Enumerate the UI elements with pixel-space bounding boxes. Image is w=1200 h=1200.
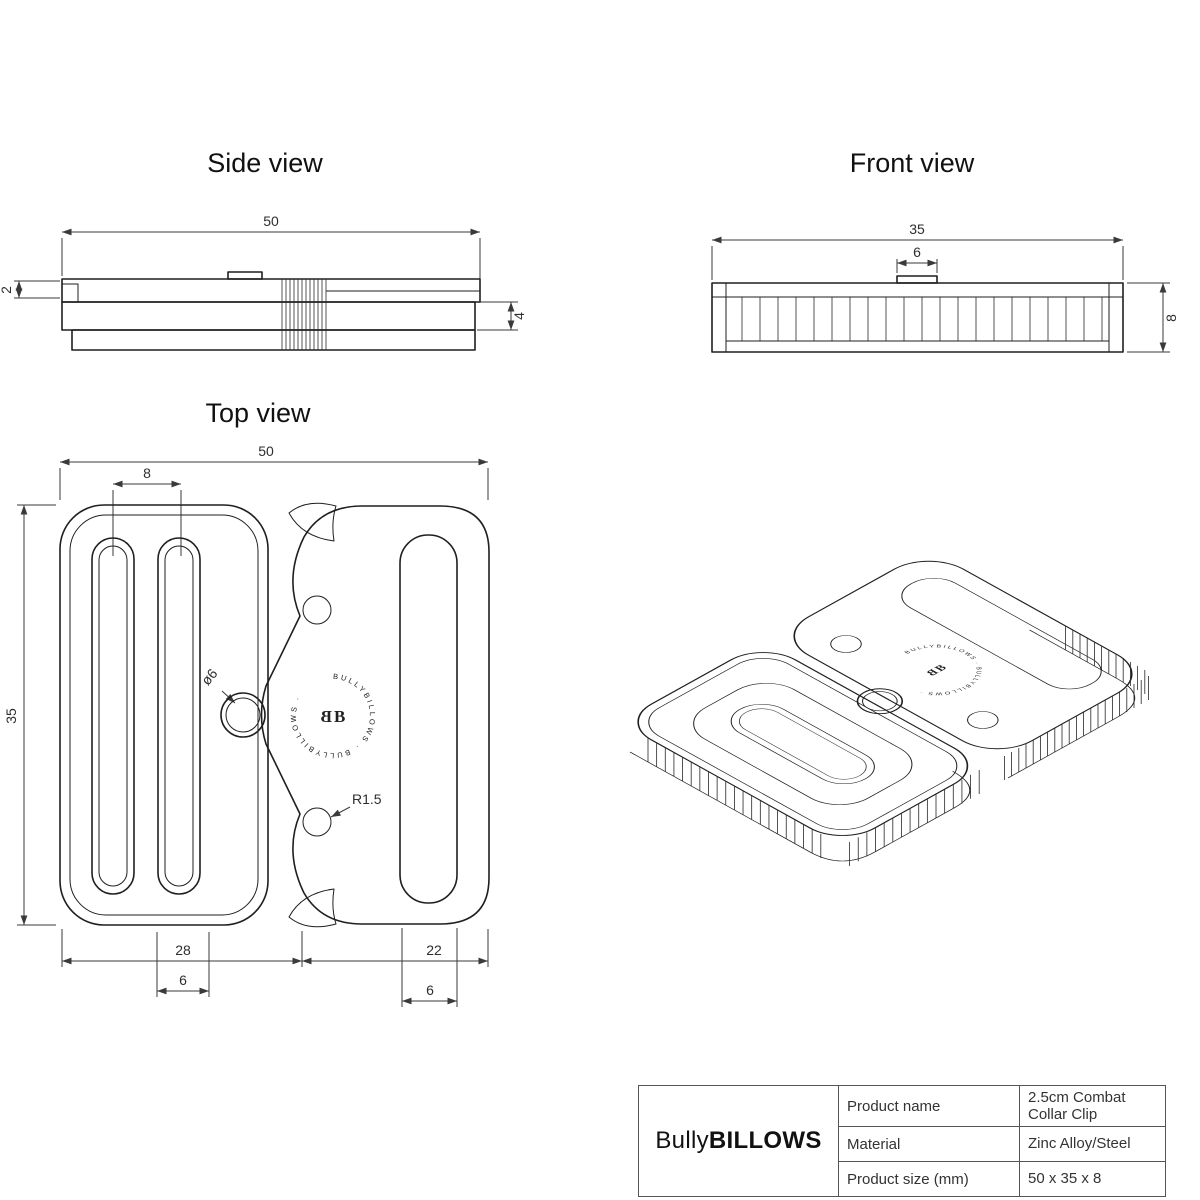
iso-pivot — [856, 688, 904, 715]
dim-side-plate-thickness: 2 — [0, 286, 14, 294]
dim-top-hole-diameter: ø6 — [198, 665, 221, 688]
iso-monogram-b-left: B — [924, 668, 941, 678]
table-row-material: Material Zinc Alloy/Steel — [839, 1127, 1165, 1162]
monogram-b-left: B — [321, 707, 332, 726]
dim-side-length: 50 — [263, 213, 279, 229]
dim-front-width: 35 — [909, 221, 925, 237]
side-view-part — [61, 271, 481, 351]
table-value: Zinc Alloy/Steel — [1028, 1135, 1131, 1153]
table-row-product-name: Product name 2.5cm Combat Collar Clip — [839, 1086, 1165, 1127]
side-view-hinge-hatch — [281, 279, 327, 350]
iso-clip — [793, 560, 1136, 779]
table-label: Material — [839, 1127, 1020, 1161]
iso-monogram-b-right: B — [932, 663, 949, 673]
monogram-b-right: B — [334, 707, 345, 726]
iso-clip-edge-hatch — [1003, 675, 1149, 781]
dim-top-adjuster-length: 28 — [175, 942, 191, 958]
iso-clip-corner-hatch — [1065, 625, 1146, 694]
table-value: 2.5cm Combat Collar Clip — [1028, 1088, 1126, 1123]
isometric-view: BULLYBILLOWS · BULLYBILLOWS · B B — [629, 560, 1149, 867]
front-view: 35 6 8 — [711, 221, 1179, 353]
side-view-dimension-lines — [14, 228, 518, 331]
table-label: Product name — [839, 1086, 1020, 1126]
top-view-title: Top view — [205, 398, 311, 428]
iso-adjuster-bottom-hatch — [849, 770, 980, 867]
top-view: 50 8 35 ø6 R1.5 28 22 6 6 BU — [3, 443, 490, 1007]
iso-brand-mark: BULLYBILLOWS · BULLYBILLOWS · B B — [873, 634, 1000, 705]
front-view-part — [711, 275, 1124, 353]
side-view: 50 2 4 — [0, 213, 527, 351]
brand-name-bold: BILLOWS — [708, 1127, 822, 1154]
front-view-teeth-hatch — [741, 297, 1103, 341]
iso-adjuster-side-hatch — [647, 738, 822, 859]
dim-top-clip-length: 22 — [426, 942, 442, 958]
table-label: Product size (mm) — [839, 1162, 1020, 1196]
dim-front-height: 8 — [1163, 314, 1179, 322]
top-view-clip — [260, 502, 490, 928]
table-value: 50 x 35 x 8 — [1028, 1170, 1102, 1188]
dim-top-clip-slot: 6 — [426, 982, 434, 998]
dim-side-body-thickness: 4 — [511, 312, 527, 320]
brand-monogram: B B — [321, 707, 346, 726]
dim-top-length: 50 — [258, 443, 274, 459]
top-view-adjuster — [59, 504, 269, 926]
top-view-pivot — [220, 692, 266, 738]
dim-top-width: 35 — [3, 708, 19, 724]
side-view-title: Side view — [207, 148, 323, 178]
brand-name-light: Bully — [655, 1127, 709, 1154]
top-view-dimension-lines — [17, 458, 489, 1007]
top-view-brand-mark: BULLYBILLOWS · BULLYBILLOWS · B B — [289, 672, 375, 760]
iso-adjuster — [629, 652, 971, 862]
title-block-rows: Product name 2.5cm Combat Collar Clip Ma… — [839, 1086, 1165, 1196]
dim-top-corner-radius: R1.5 — [352, 791, 382, 807]
table-row-product-size: Product size (mm) 50 x 35 x 8 — [839, 1162, 1165, 1196]
dim-top-adjuster-small: 6 — [179, 972, 187, 988]
dim-front-tab: 6 — [913, 244, 921, 260]
dim-top-slot: 8 — [143, 465, 151, 481]
front-view-dimension-lines — [711, 236, 1170, 353]
front-view-title: Front view — [850, 148, 975, 178]
